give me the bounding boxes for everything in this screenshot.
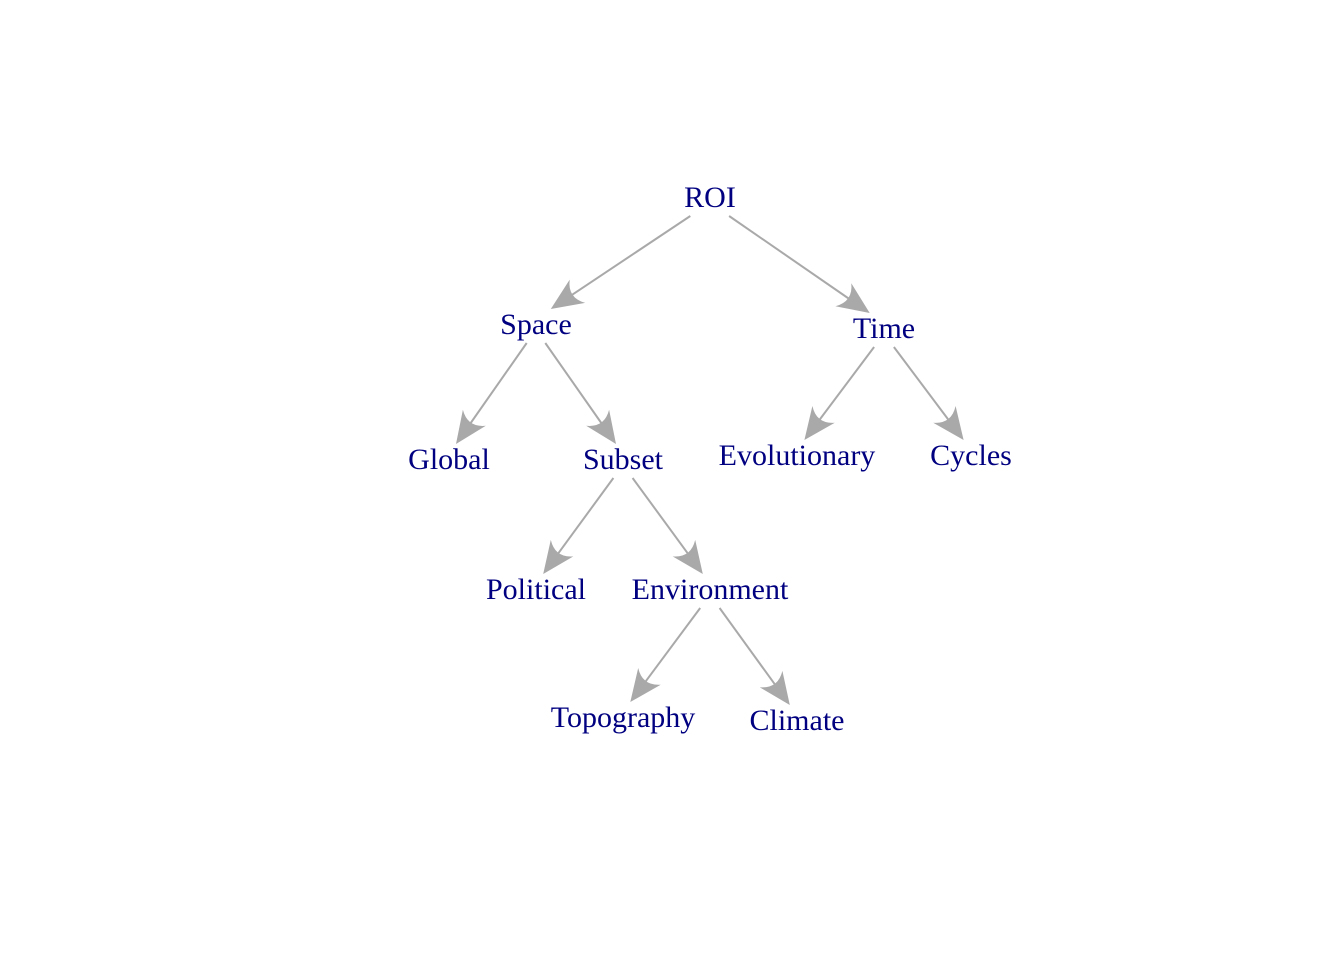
node-global: Global [408, 443, 490, 476]
edge-roi-space [550, 215, 691, 309]
arrowhead [835, 283, 870, 313]
node-time: Time [853, 312, 915, 345]
arrowhead [759, 670, 790, 705]
arrowhead [804, 406, 835, 440]
edge-line [555, 477, 615, 557]
edge-line [642, 607, 702, 685]
edge-environment-climate [718, 607, 790, 705]
node-topography: Topography [551, 701, 696, 734]
edge-line [467, 342, 528, 427]
node-space: Space [500, 308, 572, 341]
arrowhead [543, 539, 574, 574]
node-evolutionary: Evolutionary [719, 439, 876, 472]
edge-time-cycles [893, 346, 964, 440]
edge-space-global [456, 342, 528, 444]
node-environment: Environment [632, 573, 789, 606]
edge-line [544, 342, 605, 427]
arrowhead [672, 539, 703, 574]
edge-subset-environment [631, 477, 703, 574]
edge-line [631, 477, 691, 557]
edge-line [728, 215, 853, 302]
edge-roi-time [728, 215, 870, 313]
edge-space-subset [544, 342, 616, 444]
node-climate: Climate [750, 704, 845, 737]
edge-line [893, 346, 952, 423]
node-political: Political [486, 573, 586, 606]
edge-environment-topography [630, 607, 702, 702]
arrowhead [630, 668, 661, 702]
edge-line [718, 607, 778, 688]
arrowhead [586, 409, 616, 444]
edge-subset-political [543, 477, 615, 574]
arrowhead [933, 406, 964, 440]
edges-layer [456, 215, 964, 705]
arrowhead [550, 279, 586, 309]
edge-line [568, 215, 691, 298]
edge-time-evolutionary [804, 346, 875, 440]
arrowhead [456, 409, 486, 444]
node-cycles: Cycles [930, 439, 1012, 472]
edge-line [816, 346, 875, 423]
node-subset: Subset [583, 443, 664, 476]
node-roi: ROI [684, 181, 736, 214]
